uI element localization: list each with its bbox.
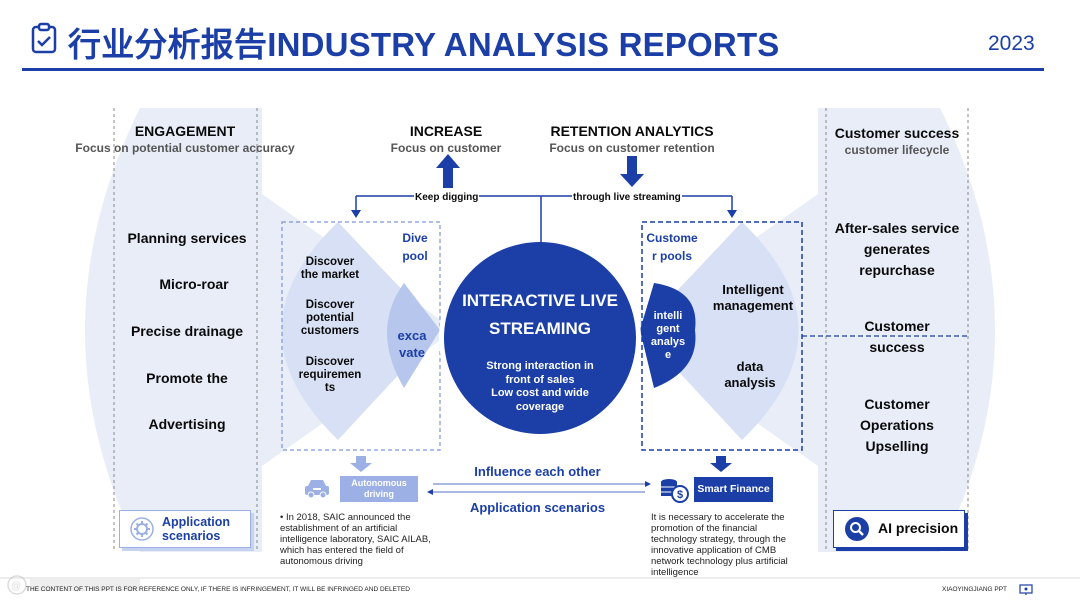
left-item-planning: Planning services xyxy=(127,230,247,246)
ai-precision-box: AI precision xyxy=(833,510,965,548)
discover-requirements: Discover requiremen ts xyxy=(298,356,362,394)
autonomous-driving-box: Autonomous driving xyxy=(340,476,418,502)
data-analysis: data analysis xyxy=(724,359,776,390)
clipboard-icon xyxy=(28,22,60,54)
search-icon xyxy=(844,516,870,542)
influence-label: Influence each other xyxy=(474,464,601,479)
discover-market: Discover the market xyxy=(300,256,360,281)
through-live-label: through live streaming xyxy=(572,192,682,203)
presentation-icon xyxy=(1019,583,1033,595)
engagement-title: ENGAGEMENT xyxy=(134,123,236,139)
right-description: It is necessary to accelerate the promot… xyxy=(651,512,788,578)
engagement-subtitle: Focus on potential customer accuracy xyxy=(75,141,295,155)
application-scenarios-text: Application scenarios xyxy=(162,515,231,543)
smart-finance-box: Smart Finance xyxy=(694,477,773,502)
ai-precision-text: AI precision xyxy=(878,520,959,536)
after-sales-service: After-sales service generates repurchase xyxy=(834,220,960,278)
left-description: • In 2018, SAIC announced the establishm… xyxy=(280,512,431,567)
left-item-promote: Promote the xyxy=(146,370,228,386)
footer-brand: XIAOYINGJIANG PPT xyxy=(942,586,1008,593)
excavate-label: exca vate xyxy=(397,328,427,360)
dive-pool-label: Dive pool xyxy=(402,231,428,263)
increase-title: INCREASE xyxy=(409,123,483,139)
center-description: Strong interaction in front of sales Low… xyxy=(486,360,594,413)
page-title: 行业分析报告INDUSTRY ANALYSIS REPORTS xyxy=(68,26,780,63)
car-icon xyxy=(302,476,332,502)
left-item-advertising: Advertising xyxy=(148,416,226,432)
keep-digging-label: Keep digging xyxy=(414,192,480,203)
success-subtitle: customer lifecycle xyxy=(844,143,950,157)
retention-title: RETENTION ANALYTICS xyxy=(550,123,714,139)
customer-pools-label: Custome r pools xyxy=(646,231,698,263)
discover-customers: Discover potential customers xyxy=(300,299,360,337)
left-item-micro-roar: Micro-roar xyxy=(159,276,229,292)
gear-icon xyxy=(130,517,154,541)
left-item-drainage: Precise drainage xyxy=(130,323,244,339)
intelligent-management: Intelligent management xyxy=(712,282,794,313)
footer-disclaimer: THE CONTENT OF THIS PPT IS FOR REFERENCE… xyxy=(26,586,410,593)
coins-icon: $ xyxy=(659,476,689,504)
year-label: 2023 xyxy=(988,32,1035,55)
intelligent-analyse-label: intelli gent analys e xyxy=(650,310,686,361)
customer-success: Customer success xyxy=(864,318,930,355)
application-scenarios-label: Application scenarios xyxy=(469,500,606,515)
success-title: Customer success xyxy=(834,125,960,141)
customer-operations: Customer Operations Upselling xyxy=(860,396,934,454)
svg-text:$: $ xyxy=(677,489,683,501)
header-divider xyxy=(22,68,1044,71)
application-scenarios-box: Application scenarios xyxy=(119,510,251,548)
retention-subtitle: Focus on customer retention xyxy=(549,141,715,155)
watermark-logo: @ xyxy=(6,574,146,596)
increase-subtitle: Focus on customer xyxy=(390,141,502,155)
svg-text:@: @ xyxy=(11,581,21,592)
center-title: INTERACTIVE LIVE STREAMING xyxy=(462,291,618,338)
